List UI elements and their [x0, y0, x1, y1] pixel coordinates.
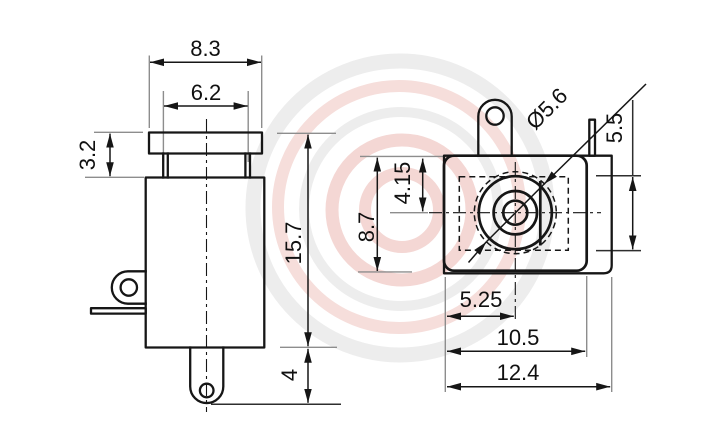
side-body — [144, 176, 266, 349]
side-tab-hole — [119, 278, 139, 297]
face-width-label: 10.5 — [497, 325, 540, 350]
bush-height-label: 3.2 — [75, 140, 100, 171]
side-solder-tab — [110, 270, 147, 305]
side-terminal-pin — [89, 307, 147, 315]
overall-width-label: 12.4 — [497, 360, 540, 385]
dia-leader-lower — [467, 241, 487, 263]
window-height-label: 5.5 — [602, 113, 627, 144]
dia-leader-upper — [543, 83, 647, 185]
center-from-left-label: 5.25 — [460, 287, 503, 312]
bush-width-label: 6.2 — [191, 80, 222, 105]
side-cap — [147, 131, 264, 155]
front-body-outline — [442, 154, 613, 275]
front-view: Ø5.6 5.5 4.15 8.7 5.25 10.5 12.4 — [354, 83, 647, 392]
front-tab-hole — [485, 106, 505, 126]
front-side-pin — [588, 118, 597, 157]
lug-length-label: 4 — [277, 369, 302, 381]
dia-leader-middle — [485, 183, 545, 243]
side-view: 8.3 6.2 3.2 15.7 4 — [75, 36, 341, 412]
side-bottom-lug — [189, 346, 225, 405]
center-from-top-label: 4.15 — [390, 162, 415, 205]
watermark-logo — [245, 53, 555, 363]
front-solder-tab — [477, 98, 513, 157]
cap-width-label: 8.3 — [190, 36, 221, 61]
body-height-label: 15.7 — [281, 222, 306, 265]
front-height-label: 8.7 — [354, 212, 379, 243]
